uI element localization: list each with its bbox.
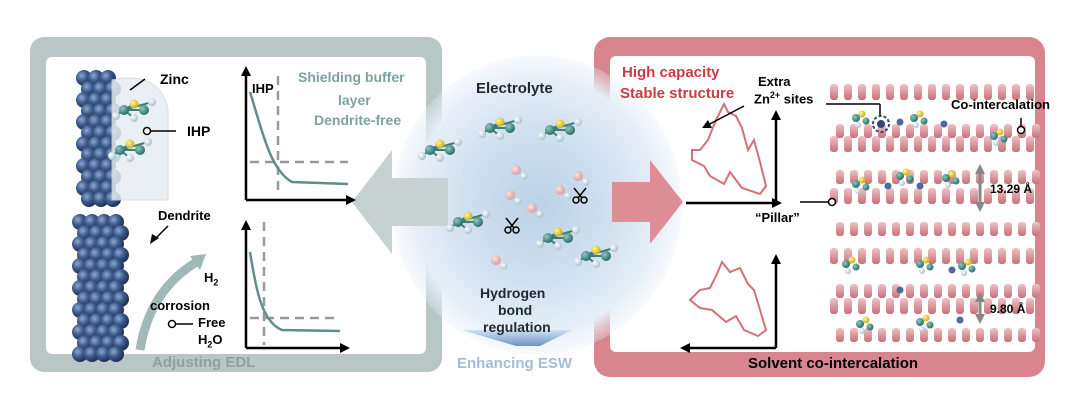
intercalated-molecule: [852, 176, 870, 194]
layered-slab-row-1: [830, 84, 1040, 342]
zn-sites-label: Zn2+ sites: [754, 90, 814, 107]
solvent-molecule: [536, 226, 580, 250]
intercalated-molecule: [856, 316, 874, 334]
spacing-9-label: 9.80 Å: [990, 302, 1026, 316]
scissors-icon: [504, 217, 520, 234]
zn-site-marker: [872, 115, 890, 133]
esw-down-arrow: [462, 330, 572, 346]
zinc-electrode-bottom: [72, 214, 129, 362]
intercalated-molecule: [916, 314, 934, 332]
intercalated-molecule: [942, 170, 960, 188]
left-bottom-chart: [241, 220, 350, 353]
ihp-label: IHP: [187, 123, 211, 139]
right-transfer-arrow: [612, 160, 683, 244]
spacing-arrow-9: [975, 292, 985, 324]
edl-curve-arrow: [135, 256, 203, 351]
spacing-arrow-13: [975, 164, 985, 212]
solvent-molecule: [418, 138, 462, 162]
shielding-line-1: Shielding buffer: [298, 69, 405, 85]
right-bottom-chart: [680, 254, 781, 353]
intercalated-molecule: [842, 256, 860, 274]
high-capacity-label: High capacity: [622, 64, 720, 81]
corrosion-label: corrosion: [150, 298, 210, 313]
left-transfer-arrow: [352, 150, 448, 254]
hydrogen-label: Hydrogen: [480, 285, 546, 301]
right-top-chart: [686, 101, 782, 208]
regulation-label: regulation: [483, 319, 551, 335]
solvent-molecule: [574, 244, 618, 268]
solvent-molecule: [478, 116, 522, 140]
intercalated-molecule: [852, 110, 870, 128]
solvent-cointercalation-title: Solvent co-intercalation: [748, 355, 919, 372]
solvent-molecule: [538, 118, 582, 142]
enhancing-esw-title: Enhancing ESW: [457, 355, 573, 372]
shielding-line-3: Dendrite-free: [314, 112, 402, 128]
cointercalation-label: Co-intercalation: [951, 97, 1050, 112]
ihp-layer: [111, 77, 169, 201]
intercalated-molecule: [990, 128, 1008, 146]
extra-label: Extra: [758, 74, 791, 89]
solvent-molecule: [108, 138, 152, 162]
spacing-13-label: 13.29 Å: [990, 182, 1033, 196]
intercalated-molecule: [958, 258, 976, 276]
bond-label: bond: [498, 302, 533, 318]
h2-label: H2: [204, 270, 219, 288]
zinc-label: Zinc: [160, 71, 189, 87]
intercalated-molecule: [916, 256, 934, 274]
dendrite-label: Dendrite: [158, 208, 211, 223]
adjusting-edl-title: Adjusting EDL: [152, 354, 256, 371]
left-top-chart: [241, 66, 356, 205]
intercalated-molecule: [896, 168, 914, 186]
pillar-label: “Pillar”: [755, 210, 800, 225]
chart-ihp-label: IHP: [252, 81, 274, 96]
scissors-icon: [572, 187, 588, 204]
stable-structure-label: Stable structure: [620, 85, 735, 102]
water-label: H2O: [198, 332, 223, 350]
free-label: Free: [198, 315, 226, 330]
intercalated-molecule: [910, 110, 928, 128]
solvent-molecule: [446, 210, 490, 234]
shielding-line-2: layer: [338, 92, 371, 108]
solvent-molecule: [112, 98, 156, 122]
zinc-leader: [129, 78, 146, 91]
electrolyte-title: Electrolyte: [476, 80, 553, 97]
